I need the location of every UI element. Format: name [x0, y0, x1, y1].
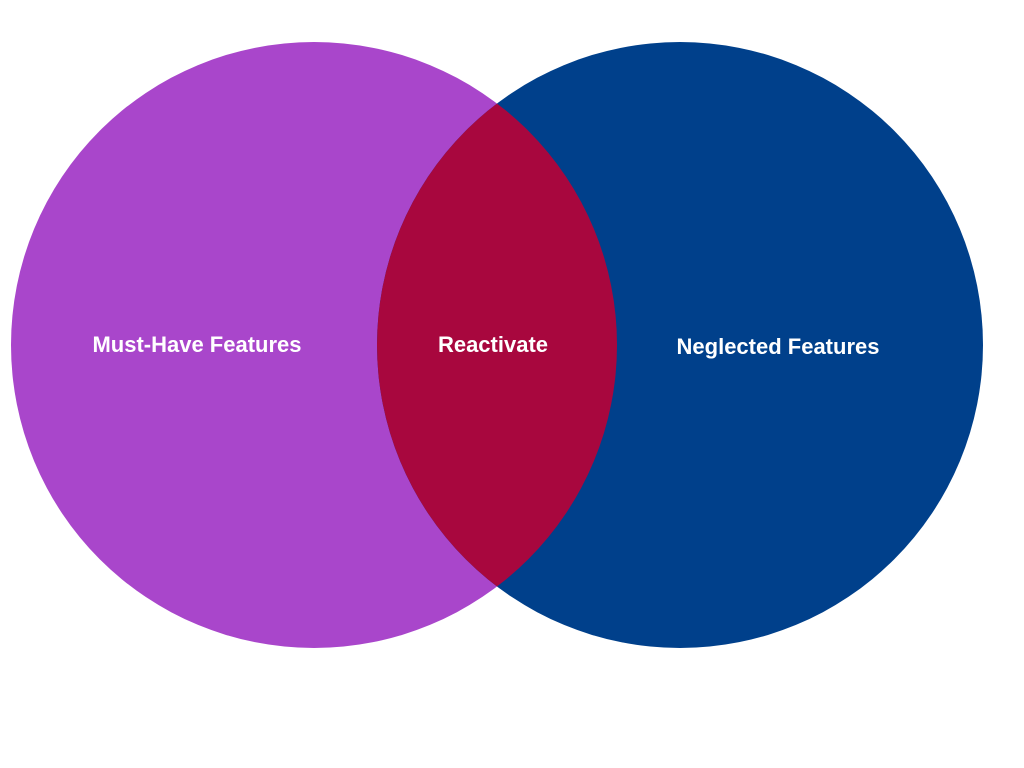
intersection-region-reactivate	[377, 42, 617, 648]
intersection-label: Reactivate	[438, 332, 548, 357]
left-set-label: Must-Have Features	[92, 332, 301, 357]
right-set-label: Neglected Features	[677, 334, 880, 359]
